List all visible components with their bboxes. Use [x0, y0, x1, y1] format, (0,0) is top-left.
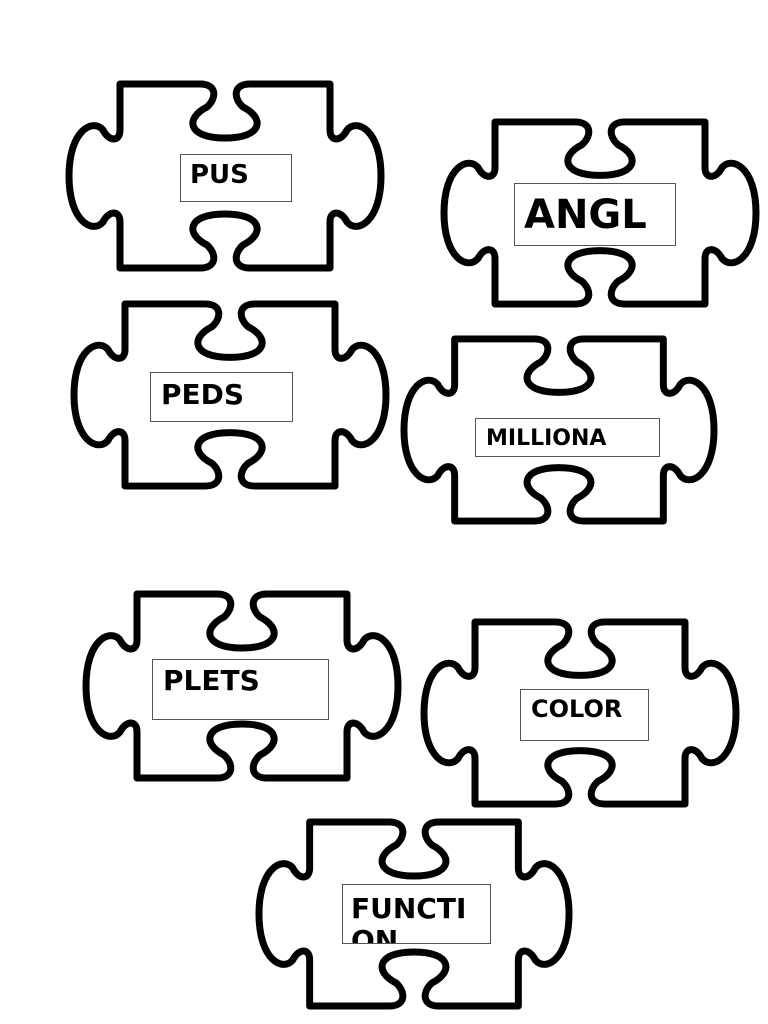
word-box: ANGL [514, 183, 676, 246]
puzzle-piece-peds: PEDS [70, 300, 390, 490]
word-box: PLETS [152, 659, 329, 720]
puzzle-piece-angl: ANGL [440, 118, 760, 308]
word-text: PLETS [163, 664, 260, 697]
puzzle-piece-color: COLOR [420, 618, 740, 808]
word-text: MILLIONA [486, 426, 607, 451]
word-text-line2: ON [351, 924, 399, 944]
word-box: FUNCTI ON [342, 884, 491, 944]
word-text: PUS [190, 160, 249, 190]
puzzle-piece-milliona: MILLIONA [400, 335, 718, 525]
word-box: PEDS [150, 372, 293, 422]
puzzle-piece-pus: PUS [65, 80, 385, 272]
word-box: MILLIONA [475, 418, 660, 457]
word-text: FUNCTI [351, 892, 467, 925]
word-text: ANGL [524, 192, 647, 238]
puzzle-piece-function: FUNCTI ON [255, 818, 573, 1010]
word-text: PEDS [161, 378, 245, 411]
word-box: COLOR [520, 689, 649, 741]
word-text: COLOR [531, 695, 623, 723]
puzzle-piece-plets: PLETS [82, 590, 402, 782]
word-box: PUS [180, 154, 292, 202]
